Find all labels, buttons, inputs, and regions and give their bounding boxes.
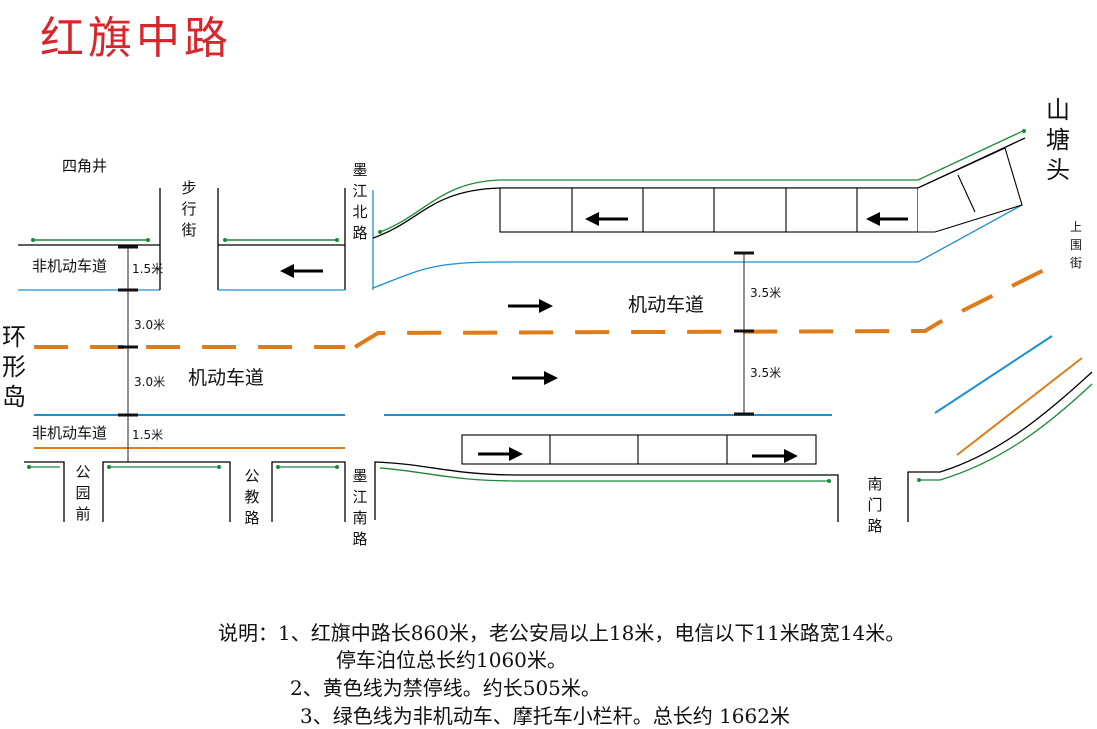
note-line-3: 3、绿色线为非机动车、摩托车小栏杆。总长约 1662米 <box>300 704 790 728</box>
label-sijiaojing: 四角井 <box>62 157 108 175</box>
label-motor-right: 机动车道 <box>628 294 705 316</box>
parking-upper <box>499 147 1023 233</box>
direction-arrows <box>280 212 908 463</box>
block-south <box>24 371 1093 522</box>
label-nanmenlu: 南门路 <box>867 475 883 535</box>
note-line-1: 说明：1、红旗中路长860米，老公安局以上18米，电信以下11米路宽14米。 <box>218 621 906 645</box>
lane-lines <box>34 335 1083 456</box>
arrow-right-icon <box>752 449 798 463</box>
arrow-right-icon <box>508 299 553 313</box>
block-buxingjie <box>217 188 346 291</box>
label-gongjiaolu: 公教路 <box>244 467 260 527</box>
width-label: 3.0米 <box>134 375 166 389</box>
diagram-title: 红旗中路 <box>40 13 232 64</box>
arrow-left-icon <box>280 264 323 278</box>
label-buxingjie: 步行街 <box>181 179 197 239</box>
label-nonmotor-bottom: 非机动车道 <box>32 424 108 442</box>
width-label: 1.5米 <box>132 428 164 442</box>
label-mojiang-south: 墨江南路 <box>352 467 368 548</box>
measure-lines <box>118 245 754 462</box>
label-shantangtou: 山塘头 <box>1046 96 1070 184</box>
width-label: 1.5米 <box>132 262 164 276</box>
width-label: 3.0米 <box>134 318 166 332</box>
no-parking-line <box>34 266 1049 349</box>
arrow-right-icon <box>478 447 523 461</box>
arrow-left-icon <box>866 212 908 226</box>
label-mojiang-north: 墨江北路 <box>352 161 368 242</box>
arrow-left-icon <box>585 212 628 226</box>
label-huanxingdao: 环形岛 <box>2 323 26 411</box>
note-line-1b: 停车泊位总长约1060米。 <box>336 648 567 672</box>
parking-lower <box>461 434 817 465</box>
label-motor-left: 机动车道 <box>188 367 265 389</box>
width-label: 3.5米 <box>750 366 782 380</box>
label-nonmotor-top: 非机动车道 <box>32 257 108 275</box>
width-label: 3.5米 <box>750 286 782 300</box>
arrow-right-icon <box>512 371 558 385</box>
label-gongyuanqian: 公园前 <box>75 463 91 523</box>
label-shangweijie: 上围街 <box>1069 220 1082 270</box>
note-line-2: 2、黄色线为禁停线。约长505米。 <box>290 676 601 700</box>
